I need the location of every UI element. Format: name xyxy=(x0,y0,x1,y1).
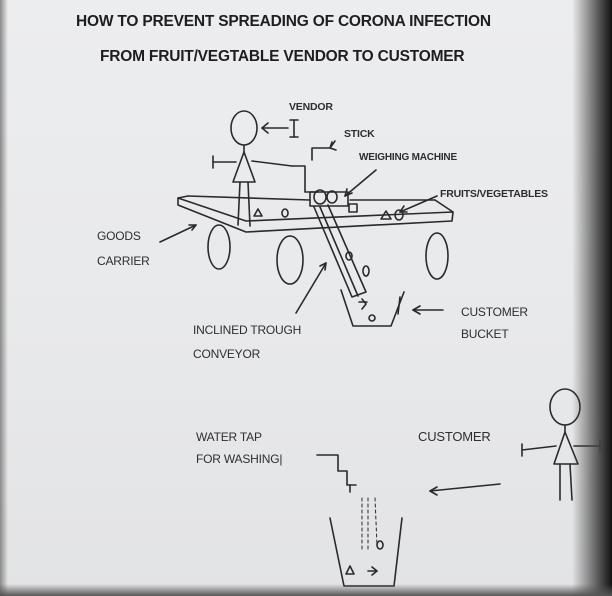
vendor-figure xyxy=(212,110,299,227)
conveyor-label: CONVEYOR xyxy=(193,347,261,361)
fruits-vegetables-label: FRUITS/VEGETABLES xyxy=(440,188,548,200)
vendor-label: VENDOR xyxy=(289,101,333,113)
stick-label: STICK xyxy=(344,128,375,140)
goods-label: GOODS xyxy=(97,229,141,243)
title-line-2: FROM FRUIT/VEGTABLE VENDOR TO CUSTOMER xyxy=(100,48,465,65)
carrier-label: CARRIER xyxy=(97,254,150,268)
stick-drawing xyxy=(291,140,337,193)
washing-bucket-drawing xyxy=(329,517,403,587)
photo-edge-shadow-right xyxy=(572,0,612,596)
customer-bucket-label-line-1: CUSTOMER xyxy=(461,305,528,319)
water-tap-label: WATER TAP xyxy=(196,430,262,444)
inclined-trough-label: INCLINED TROUGH xyxy=(193,323,302,337)
photo-edge-shadow-left xyxy=(0,0,8,596)
customer-bucket-label-line-2: BUCKET xyxy=(461,327,509,341)
weighing-machine-label: WEIGHING MACHINE xyxy=(359,152,457,163)
customer-label: CUSTOMER xyxy=(418,429,491,444)
customer-arrow xyxy=(429,483,501,496)
water-tap-drawing xyxy=(316,454,378,553)
photo-edge-shadow-bottom xyxy=(0,584,612,596)
customer-bucket-top-drawing xyxy=(340,289,444,327)
inclined-trough-drawing xyxy=(295,204,370,314)
title-line-1: HOW TO PREVENT SPREADING OF CORONA INFEC… xyxy=(76,13,491,30)
weighing-machine-drawing xyxy=(309,169,377,213)
for-washing-label: FOR WASHING| xyxy=(196,452,283,466)
goods-carrier-drawing xyxy=(159,195,454,285)
